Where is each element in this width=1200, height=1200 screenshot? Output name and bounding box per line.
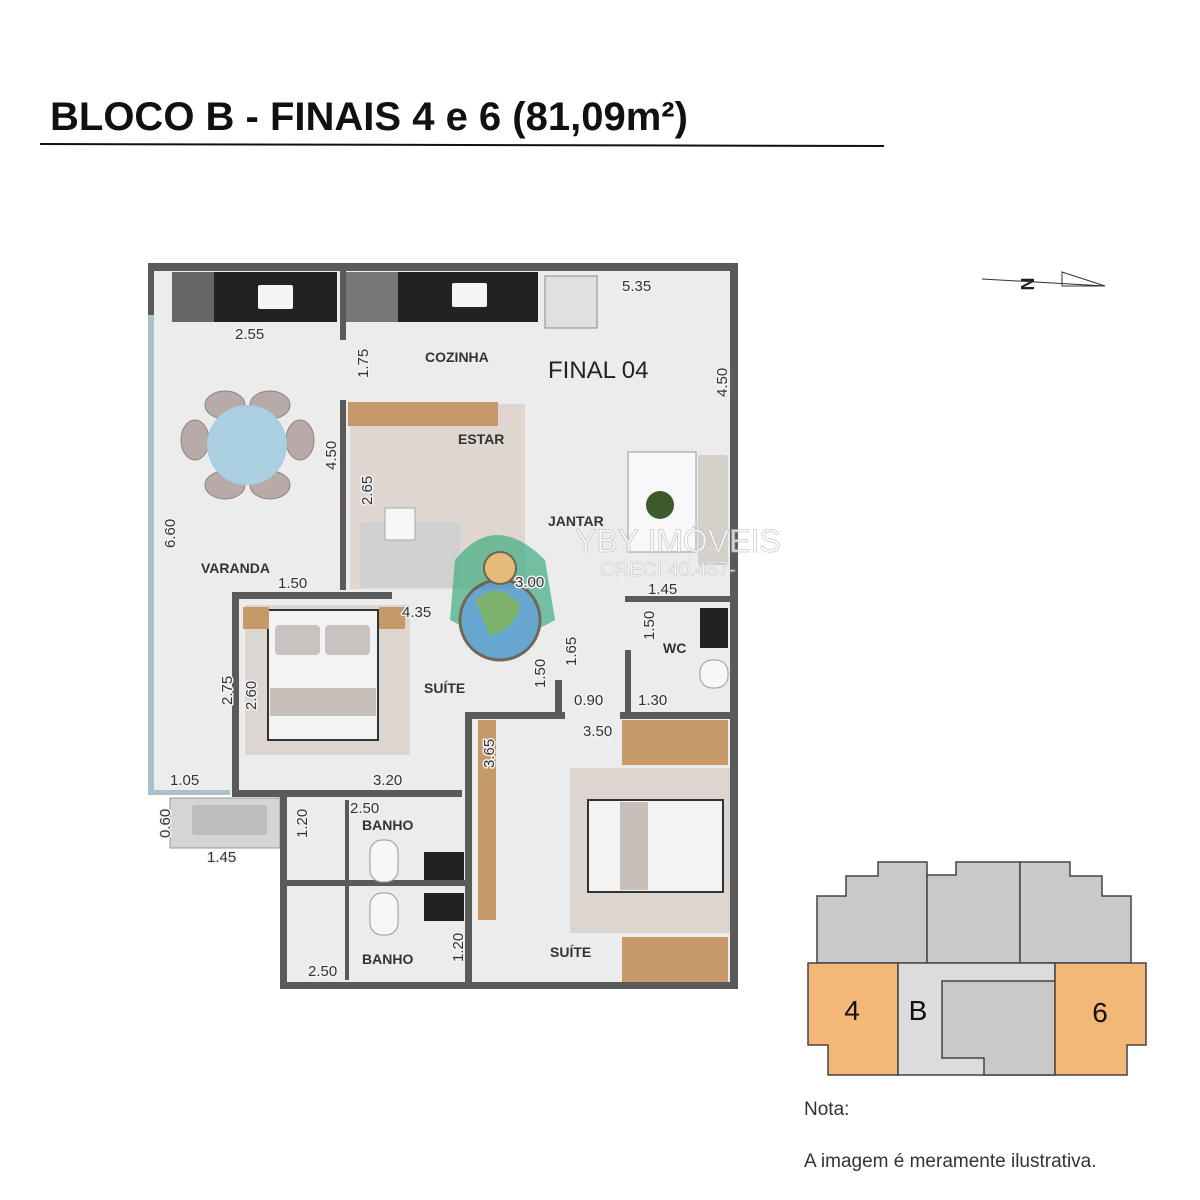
dimension: 2.55 xyxy=(235,326,264,343)
dimension: 4.35 xyxy=(402,604,431,621)
dimension: 3.50 xyxy=(583,723,612,740)
north-arrow-icon: N xyxy=(981,271,1106,291)
dimension: 1.20 xyxy=(294,809,311,838)
dimension: 1.75 xyxy=(355,349,372,378)
room-labels: COZINHA FINAL 04 ESTAR JANTAR VARANDA SU… xyxy=(201,349,686,967)
title-underline xyxy=(39,143,885,147)
dimension: 2.65 xyxy=(359,476,376,505)
dimension: 1.65 xyxy=(563,637,580,666)
dimension: 1.50 xyxy=(278,575,307,592)
key-unit-4: 4 xyxy=(844,995,860,1026)
dimension: 0.90 xyxy=(574,692,603,709)
dimension: 3.00 xyxy=(515,574,544,591)
room-label-suite-1: SUÍTE xyxy=(424,680,465,696)
unit-label: FINAL 04 xyxy=(548,357,649,384)
dimension: 1.45 xyxy=(207,849,236,866)
key-unit-6: 6 xyxy=(1092,997,1108,1028)
dimension: 1.50 xyxy=(532,659,549,688)
dimension: 1.45 xyxy=(648,581,677,598)
room-label-estar: ESTAR xyxy=(458,431,504,447)
key-block-label: B xyxy=(909,995,928,1026)
dimension: 1.20 xyxy=(450,933,467,962)
room-label-suite-2: SUÍTE xyxy=(550,944,591,960)
room-label-wc: WC xyxy=(663,640,686,656)
room-label-varanda: VARANDA xyxy=(201,560,270,576)
dimension-labels: 5.35 2.55 1.75 4.50 4.50 2.65 6.60 1.50 … xyxy=(156,277,733,982)
dimension: 0.60 xyxy=(157,809,174,838)
note-text: A imagem é meramente ilustrativa. xyxy=(804,1151,1097,1172)
watermark-logo-icon xyxy=(450,535,555,662)
room-label-cozinha: COZINHA xyxy=(425,349,489,365)
dimension: 3.65 xyxy=(481,739,498,768)
dimension: 2.75 xyxy=(219,676,236,705)
room-label-banho-2: BANHO xyxy=(362,951,413,967)
watermark-name: YBY IMÓVEIS xyxy=(575,523,781,559)
dimension: 1.30 xyxy=(638,692,667,709)
dimension: 1.50 xyxy=(641,611,658,640)
dimension: 1.05 xyxy=(170,772,199,789)
compass-label: N xyxy=(1017,278,1037,291)
room-label-jantar: JANTAR xyxy=(548,513,604,529)
dimension: 6.60 xyxy=(162,519,179,548)
dimension: 2.50 xyxy=(308,963,337,980)
dimension: 2.60 xyxy=(243,681,260,710)
dimension: 2.50 xyxy=(350,800,379,817)
note-label: Nota: xyxy=(804,1099,849,1120)
watermark-creci: CRECI 40.457- xyxy=(600,559,736,581)
room-label-banho-1: BANHO xyxy=(362,817,413,833)
dimension: 3.20 xyxy=(373,772,402,789)
page-title: BLOCO B - FINAIS 4 e 6 (81,09m²) xyxy=(50,95,688,139)
watermark: YBY IMÓVEIS CRECI 40.457- xyxy=(450,523,781,662)
key-plan: 4 B 6 xyxy=(807,861,1147,1076)
dimension: 5.35 xyxy=(622,278,651,295)
dimension: 4.50 xyxy=(323,441,340,470)
dimension: 4.50 xyxy=(714,368,731,397)
floor-plan xyxy=(148,263,738,989)
